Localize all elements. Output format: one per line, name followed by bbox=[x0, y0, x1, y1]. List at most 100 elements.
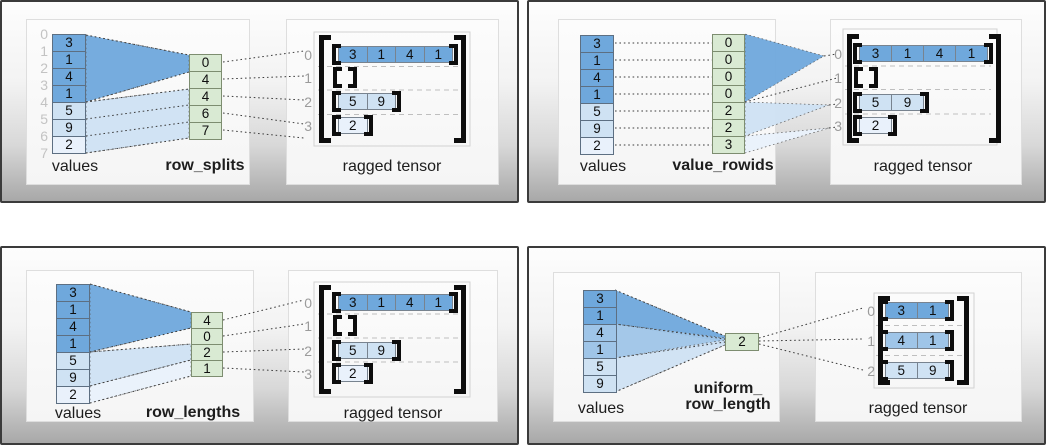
tensor-frame-outline bbox=[313, 31, 471, 147]
value-boundary-index: 0 bbox=[40, 26, 48, 42]
dotted-connector bbox=[222, 50, 305, 63]
value-cell: 1 bbox=[583, 307, 617, 325]
value-cell: 4 bbox=[583, 324, 617, 342]
value-cell: 5 bbox=[56, 352, 90, 370]
method-cell: 4 bbox=[189, 71, 222, 89]
value-cell: 9 bbox=[580, 120, 614, 138]
dotted-connector bbox=[614, 341, 726, 359]
connector-graphics bbox=[85, 31, 471, 154]
value-cell: 1 bbox=[583, 341, 617, 359]
dotted-connector bbox=[222, 95, 305, 101]
row-index: 0 bbox=[834, 45, 842, 62]
ragged-tensor-label: ragged tensor bbox=[868, 400, 968, 417]
ragged-tensor-label: ragged tensor bbox=[343, 405, 443, 422]
row-open-bracket bbox=[333, 67, 342, 88]
dotted-connector bbox=[758, 307, 864, 339]
funnel-shape bbox=[744, 127, 830, 154]
tensor-cell: 1 bbox=[423, 294, 453, 311]
method-label: row_lengths bbox=[108, 405, 278, 421]
value-cell: 2 bbox=[52, 136, 86, 154]
funnel-shape bbox=[85, 34, 190, 103]
tensor-cell: 3 bbox=[338, 294, 368, 311]
dotted-connector bbox=[222, 112, 305, 125]
method-label-line: value_rowids bbox=[672, 157, 774, 174]
row-close-bracket bbox=[888, 115, 897, 136]
row-close-bracket bbox=[984, 43, 993, 64]
row-close-bracket bbox=[348, 67, 357, 88]
value-cell: 4 bbox=[580, 69, 614, 87]
tensor-cell: 5 bbox=[338, 342, 368, 359]
row-index: 0 bbox=[304, 294, 312, 311]
row-close-bracket bbox=[945, 330, 954, 351]
values-label: values bbox=[579, 158, 627, 175]
connector-graphics bbox=[89, 281, 471, 404]
tensor-close-bracket bbox=[454, 285, 466, 394]
value-cell: 4 bbox=[56, 318, 90, 336]
value-cell: 1 bbox=[56, 301, 90, 319]
value-cell: 5 bbox=[583, 358, 617, 376]
tensor-cell: 2 bbox=[859, 117, 892, 134]
row-index: 1 bbox=[867, 332, 875, 349]
method-cell: 0 bbox=[712, 51, 745, 69]
value-cell: 9 bbox=[52, 119, 86, 137]
value-cell: 3 bbox=[580, 35, 614, 53]
method-cell: 7 bbox=[189, 122, 222, 140]
tensor-frame-outline bbox=[873, 292, 975, 389]
tensor-cell: 1 bbox=[916, 302, 949, 319]
method-cell: 4 bbox=[189, 88, 222, 106]
method-cell: 0 bbox=[712, 85, 745, 103]
row-open-bracket bbox=[332, 363, 341, 384]
row-open-bracket bbox=[854, 67, 863, 88]
row-close-bracket bbox=[363, 363, 373, 384]
values-label: values bbox=[577, 400, 625, 417]
tensor-cell: 5 bbox=[338, 93, 368, 110]
method-cell: 3 bbox=[712, 136, 745, 154]
row-close-bracket bbox=[869, 67, 878, 88]
dotted-connector bbox=[222, 75, 305, 80]
row-open-bracket bbox=[332, 44, 341, 65]
row-index: 2 bbox=[304, 93, 312, 110]
row-open-bracket bbox=[853, 92, 862, 113]
value-cell: 1 bbox=[56, 335, 90, 353]
row-open-bracket bbox=[879, 360, 888, 381]
method-cell: 2 bbox=[712, 102, 745, 120]
dotted-connector bbox=[828, 126, 838, 129]
method-label-line: row_splits bbox=[165, 157, 245, 174]
ragged-tensor-label: ragged tensor bbox=[342, 158, 442, 175]
tensor-open-bracket bbox=[847, 34, 859, 143]
value-cell: 2 bbox=[580, 137, 614, 155]
method-cell: 2 bbox=[712, 119, 745, 137]
values-label: values bbox=[51, 158, 99, 175]
value-boundary-index: 6 bbox=[40, 128, 48, 144]
value-cell: 3 bbox=[583, 290, 617, 308]
value-cell: 5 bbox=[580, 103, 614, 121]
row-close-bracket bbox=[945, 300, 954, 321]
dotted-connector bbox=[222, 299, 305, 321]
row-close-bracket bbox=[348, 315, 357, 336]
value-boundary-index: 5 bbox=[40, 111, 48, 127]
connector-graphics bbox=[614, 289, 975, 393]
row-close-bracket bbox=[449, 292, 458, 313]
row-close-bracket bbox=[392, 91, 401, 112]
value-cell: 5 bbox=[52, 102, 86, 120]
dotted-connector bbox=[222, 129, 305, 139]
dotted-connector bbox=[89, 343, 192, 353]
tensor-cell: 1 bbox=[423, 46, 453, 63]
tensor-cell: 9 bbox=[366, 342, 396, 359]
tensor-open-bracket bbox=[319, 35, 331, 143]
value-cell: 3 bbox=[52, 34, 86, 52]
tensor-close-bracket bbox=[957, 296, 969, 385]
row-index: 3 bbox=[834, 117, 842, 134]
value-boundary-index: 1 bbox=[40, 43, 48, 59]
dotted-connector bbox=[614, 323, 726, 340]
row-index: 0 bbox=[304, 46, 312, 63]
method-cell: 0 bbox=[712, 34, 745, 52]
row-index: 0 bbox=[867, 302, 875, 319]
dotted-connector bbox=[744, 77, 838, 103]
values-label: values bbox=[54, 405, 102, 422]
